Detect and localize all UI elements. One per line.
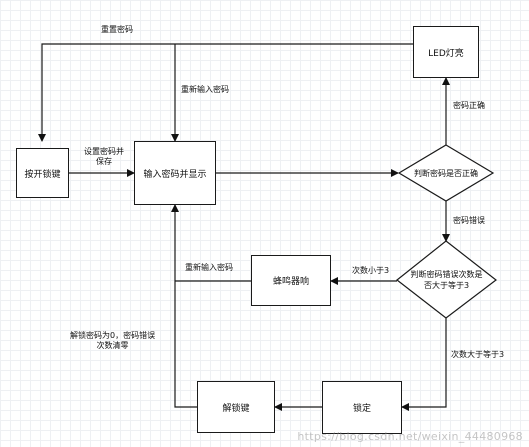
node-buzzer: 蜂鸣器响	[251, 255, 331, 306]
node-led: LED灯亮	[413, 26, 479, 78]
label-set-save-line1: 设置密码并	[84, 147, 124, 156]
watermark: https://blog.csdn.net/weixin_44480968	[297, 430, 523, 443]
edge-unlock-to-input	[171, 204, 197, 408]
label-reenter-top: 重新输入密码	[181, 85, 229, 94]
node-check-errors-line1: 判断密码错误次数是	[410, 270, 483, 279]
label-reset-password: 重置密码	[101, 25, 133, 34]
label-set-save: 设置密码并 保存	[84, 147, 124, 167]
node-unlock: 解锁键	[197, 381, 275, 433]
label-wrong: 密码错误	[453, 216, 485, 225]
edge-reset-password	[38, 43, 413, 142]
edge-ge-3	[401, 318, 447, 411]
node-lock: 锁定	[322, 381, 402, 434]
label-ge-3: 次数大于等于3	[451, 350, 505, 359]
node-unlock-key: 按开锁键	[16, 148, 69, 198]
node-input-display: 输入密码并显示	[134, 141, 216, 205]
node-check-errors-line2: 否大于等于3	[423, 281, 470, 290]
node-check-errors-label: 判断密码错误次数是 否大于等于3	[397, 269, 496, 291]
label-unlock-note-line2: 次数清零	[96, 341, 129, 350]
label-correct: 密码正确	[453, 101, 485, 110]
label-less-than-3: 次数小于3	[352, 266, 390, 275]
label-unlock-note-line1: 解锁密码为0，密码错误	[70, 331, 156, 340]
node-check-password-label: 判断密码是否正确	[414, 169, 478, 178]
decision-check-password	[397, 144, 495, 202]
label-reenter-mid: 重新输入密码	[185, 263, 233, 272]
label-unlock-note: 解锁密码为0，密码错误 次数清零	[70, 331, 155, 351]
decision-check-errors	[396, 240, 497, 319]
label-set-save-line2: 保存	[96, 157, 112, 166]
